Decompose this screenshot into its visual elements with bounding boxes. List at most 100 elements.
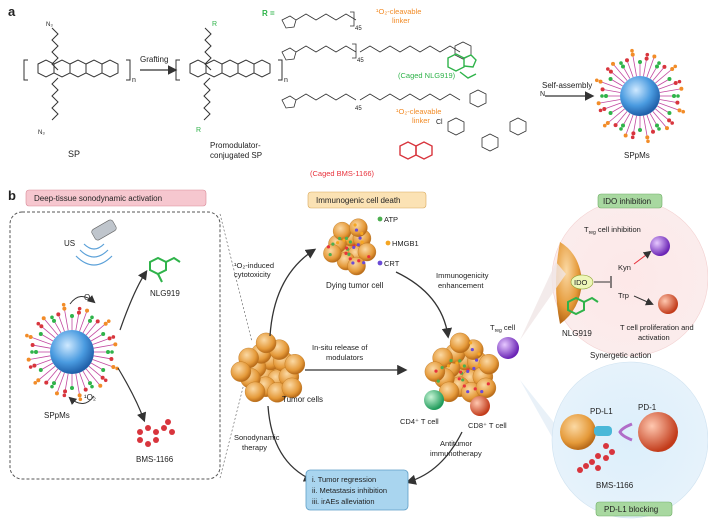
r-structure-3 xyxy=(281,89,527,152)
antitumor-label-2: immunotherapy xyxy=(430,449,482,458)
sp-n3-bottom: N₃ xyxy=(38,130,45,136)
panel-a-letter: a xyxy=(8,4,16,19)
ray-to-ido xyxy=(520,262,566,340)
zoom-line-top xyxy=(219,213,253,343)
ido-title: IDO inhibition xyxy=(603,197,651,206)
promod-sp-structure xyxy=(175,27,283,121)
us-label: US xyxy=(64,239,75,248)
self-assembly-label: Self-assembly xyxy=(542,81,592,90)
promod-n-subscript: n xyxy=(284,77,288,84)
outcome-1: i. Tumor regression xyxy=(312,475,376,484)
trp-label: Trp xyxy=(618,291,629,300)
crt-label: CRT xyxy=(384,259,400,268)
hmgb1-label: HMGB1 xyxy=(392,239,419,248)
bms1166-label-right: BMS-1166 xyxy=(596,481,634,490)
promod-label-2: conjugated SP xyxy=(210,151,262,160)
bms-release-arrow xyxy=(117,367,147,423)
sp-n-subscript: n xyxy=(132,77,136,84)
cd8-t-cell xyxy=(470,396,490,416)
panel-b-letter: b xyxy=(8,188,16,203)
r-structure-1 xyxy=(281,11,357,29)
kyn-arrow xyxy=(633,250,652,265)
kyn-label: Kyn xyxy=(618,263,631,272)
pd-1-receptor xyxy=(618,422,633,442)
cd8-label: CD8⁺ T cell xyxy=(468,421,507,430)
caged-bms1166-label: (Caged BMS-1166) xyxy=(310,169,375,178)
pd-1-label: PD-1 xyxy=(638,403,657,412)
t-cell-right xyxy=(658,294,678,314)
atom-cn: N xyxy=(540,91,545,98)
o2-bottom-label: ¹O₂ xyxy=(84,393,96,402)
deep-tissue-title-box xyxy=(25,189,207,207)
sp-n3-top: N₃ xyxy=(46,22,53,28)
treg-cell-right xyxy=(650,236,670,256)
sono-label-1: Sonodynamic xyxy=(234,433,280,442)
atp-dot xyxy=(377,216,383,222)
nlg919-molecule-right xyxy=(567,296,599,316)
icd-title: Immunogenic cell death xyxy=(316,196,401,205)
sp-structure xyxy=(23,27,131,121)
cytotox-label-1: ¹O₂-induced xyxy=(234,261,274,270)
sppms-label-a: SPpMs xyxy=(624,151,650,160)
bms1166-cage-structure xyxy=(399,141,433,160)
caged-nlg919-label: (Caged NLG919) xyxy=(398,71,456,80)
outcome-3: iii. irAEs alleviation xyxy=(312,497,375,506)
nlg919-cage-structure xyxy=(447,53,477,79)
outcomes-box xyxy=(305,469,409,511)
t-cell-pd xyxy=(638,412,678,452)
pd-l1-blocking-box xyxy=(595,501,673,517)
deep-tissue-title: Deep-tissue sonodynamic activation xyxy=(34,194,162,203)
dying-tumor-cell xyxy=(323,218,377,276)
antitumor-arrow xyxy=(405,431,463,485)
tumor-cells-label: Tumor cells xyxy=(282,395,323,404)
immunogenicity-arrow xyxy=(395,271,453,339)
ido-label: IDO xyxy=(574,278,588,287)
promod-label-1: Promodulator- xyxy=(210,141,261,150)
treg-inhib-label: Treg cell inhibition xyxy=(584,225,641,236)
treg-label: Treg cell xyxy=(490,323,515,334)
treg-cell xyxy=(497,337,519,359)
immuno-enh-2: enhancement xyxy=(438,281,484,290)
pd-l1-blocking-label: PD-L1 blocking xyxy=(604,505,658,514)
hmgb1-dot xyxy=(385,240,391,246)
ido-title-box xyxy=(597,193,663,209)
sppms-nanoparticle-a xyxy=(594,48,686,144)
subscript-45-c: 45 xyxy=(355,106,362,112)
cytotoxicity-arrow xyxy=(269,248,317,337)
bms1166-label-left: BMS-1166 xyxy=(136,455,174,464)
promod-r-top: R xyxy=(212,21,217,28)
pd-l1-label: PD-L1 xyxy=(590,407,613,416)
ultrasound-transducer xyxy=(75,219,117,266)
nlg919-molecule-left xyxy=(149,256,181,283)
cytotox-label-2: cytotoxicity xyxy=(234,270,271,279)
atp-label: ATP xyxy=(384,215,398,224)
synergetic-label: Synergetic action xyxy=(590,351,651,360)
nlg919-label-right: NLG919 xyxy=(562,329,592,338)
r-equals-label: R = xyxy=(262,9,275,18)
sp-label: SP xyxy=(68,149,80,159)
nlg919-label-left: NLG919 xyxy=(150,289,180,298)
sono-label-2: therapy xyxy=(242,443,267,452)
grafting-label: Grafting xyxy=(140,55,168,64)
icd-title-box xyxy=(307,191,427,209)
trp-arrow xyxy=(633,295,654,306)
immuno-enh-1: Immunogenicity xyxy=(436,271,489,280)
subscript-45-b: 45 xyxy=(357,58,364,64)
nlg919-release-arrow xyxy=(119,270,148,331)
promod-r-bottom: R xyxy=(196,127,201,134)
deep-tissue-frame xyxy=(9,211,221,480)
linker2-l1: ¹O₂-cleavable xyxy=(396,107,441,116)
tcell-prolif-1: T cell proliferation and xyxy=(620,323,694,332)
linker1-l2: linker xyxy=(392,16,410,25)
atom-cl: Cl xyxy=(436,119,443,126)
sppms-label-b: SPpMs xyxy=(44,411,70,420)
tumor-cells-cluster xyxy=(230,332,306,403)
immune-tumor-cluster xyxy=(424,332,500,403)
tumor-cell-pd xyxy=(560,414,596,450)
linker1-l1: ¹O₂-cleavable xyxy=(376,7,421,16)
insitu-label-2: modulators xyxy=(326,353,363,362)
antitumor-label-1: Antitumor xyxy=(440,439,473,448)
linker2-l2: linker xyxy=(412,116,430,125)
sono-therapy-arrow xyxy=(267,405,315,482)
